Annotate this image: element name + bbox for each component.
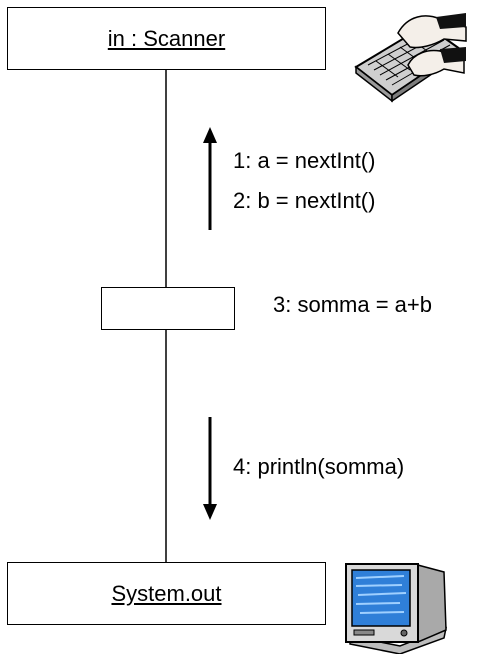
system-out-object-label: System.out — [111, 580, 222, 606]
down-arrow — [203, 417, 217, 520]
up-arrow — [203, 127, 217, 230]
activation-box — [101, 287, 235, 330]
message-2: 2: b = nextInt() — [233, 188, 376, 213]
keyboard-hands-icon — [354, 13, 467, 103]
message-3: 3: somma = a+b — [273, 292, 432, 317]
scanner-object-label: in : Scanner — [107, 25, 226, 51]
crt-monitor-icon — [345, 563, 448, 654]
scanner-object-box: in : Scanner — [7, 7, 326, 70]
message-4: 4: println(somma) — [233, 454, 405, 479]
message-1: 1: a = nextInt() — [233, 148, 376, 173]
system-out-object-box: System.out — [7, 562, 326, 625]
